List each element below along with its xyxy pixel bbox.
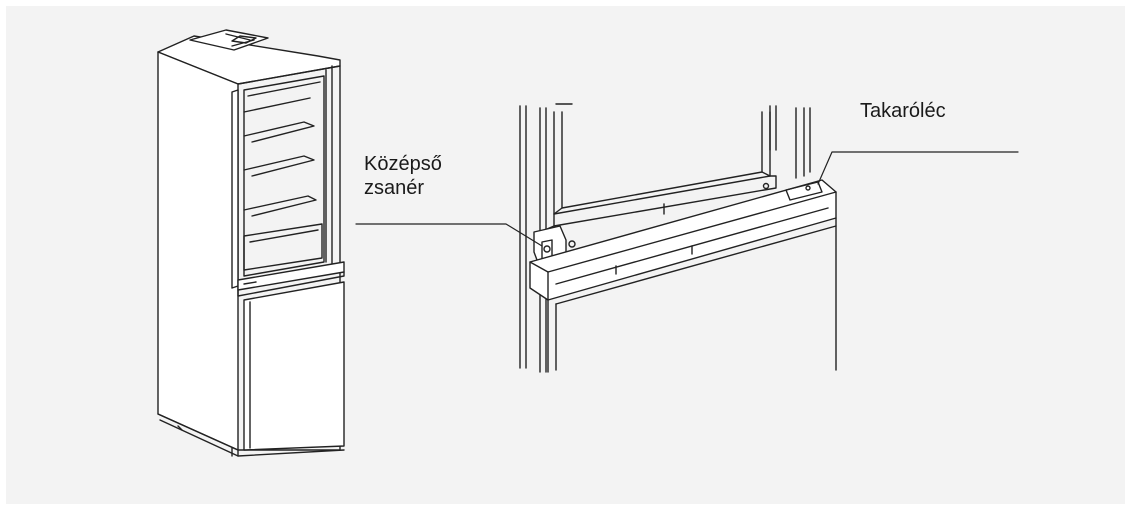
middle-hinge-detail [519, 103, 837, 373]
hinge-leader-line [355, 223, 543, 247]
cover-strip-label: Takaróléc [860, 100, 946, 122]
strip-leader-line [817, 151, 1019, 185]
middle-hinge-label-line-1: Középső [364, 153, 442, 175]
middle-hinge-label: Középső zsanér [364, 152, 442, 200]
middle-hinge-label-line-2: zsanér [364, 177, 425, 199]
refrigerator-overview [157, 29, 345, 457]
